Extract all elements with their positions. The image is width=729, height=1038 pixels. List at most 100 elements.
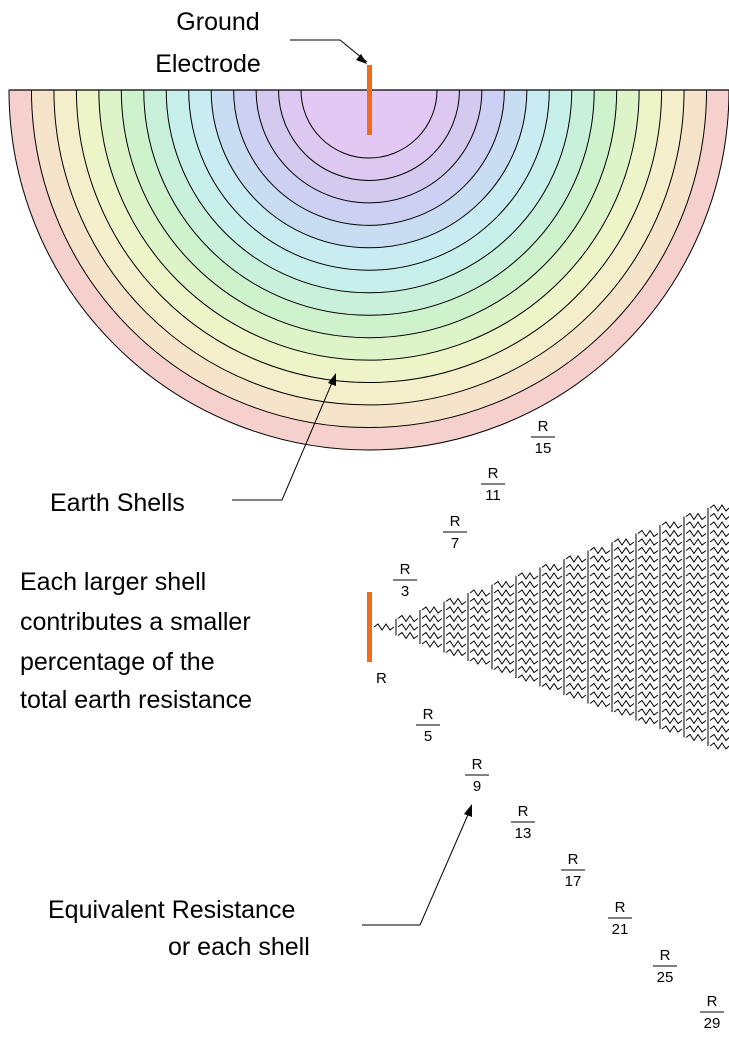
resistor <box>661 674 683 682</box>
resistor <box>685 648 707 657</box>
resistor <box>709 521 729 529</box>
fraction-numerator: R <box>707 993 718 1010</box>
resistor <box>517 631 539 640</box>
fraction-denominator: 9 <box>473 778 481 795</box>
resistor <box>637 699 659 708</box>
resistor <box>565 682 587 691</box>
resistor <box>517 665 539 674</box>
resistor <box>517 572 539 580</box>
fraction-r-3: R3 <box>393 561 417 600</box>
fraction-r-7: R7 <box>443 513 467 552</box>
ground-label-arrowhead <box>356 54 367 64</box>
resistor <box>637 665 659 674</box>
resistor <box>661 716 683 725</box>
caption-line-1: Each larger shell <box>20 568 206 596</box>
resistor <box>661 589 683 597</box>
fraction-denominator: 21 <box>612 921 629 938</box>
resistor <box>517 606 539 614</box>
resistor <box>613 682 635 691</box>
resistor <box>685 733 707 742</box>
resistor <box>445 648 467 657</box>
resistor <box>493 589 515 597</box>
caption-line-3: percentage of the <box>20 648 215 676</box>
resistor <box>517 589 539 597</box>
resistor <box>541 657 563 665</box>
resistor <box>613 597 635 606</box>
resistor <box>469 606 491 614</box>
resistor <box>613 580 635 589</box>
resistor <box>709 665 729 674</box>
resistor <box>541 631 563 640</box>
resistor <box>445 640 467 648</box>
resistor <box>541 648 563 657</box>
resistor <box>637 648 659 657</box>
fraction-numerator: R <box>518 803 529 820</box>
resistor <box>661 580 683 589</box>
resistor <box>445 623 467 631</box>
resistor <box>637 657 659 665</box>
resistor <box>589 563 611 572</box>
resistor <box>565 665 587 674</box>
resistor <box>541 572 563 580</box>
resistor-network <box>373 504 729 750</box>
resistor <box>685 606 707 614</box>
resistor <box>541 614 563 623</box>
fraction-denominator: 15 <box>535 440 552 457</box>
resistor <box>565 589 587 597</box>
resistor <box>541 563 563 572</box>
resistor <box>493 665 515 674</box>
resistor <box>493 614 515 623</box>
resistor <box>709 589 729 597</box>
resistor <box>685 521 707 529</box>
resistor <box>565 572 587 580</box>
resistor <box>517 648 539 657</box>
fraction-numerator: R <box>450 513 461 530</box>
resistor <box>565 674 587 682</box>
resistor <box>685 563 707 572</box>
resistor <box>709 657 729 665</box>
resistor <box>709 546 729 555</box>
resistor <box>589 597 611 606</box>
resistor <box>517 597 539 606</box>
resistor <box>709 691 729 699</box>
resistor <box>661 614 683 623</box>
resistor <box>589 555 611 563</box>
resistor <box>493 623 515 631</box>
resistor <box>685 657 707 665</box>
resistor <box>541 640 563 648</box>
resistor <box>445 597 467 606</box>
resistor <box>709 640 729 648</box>
resistor <box>637 529 659 538</box>
resistor <box>709 580 729 589</box>
fraction-r-17: R17 <box>561 851 585 890</box>
fraction-r-21: R21 <box>608 899 632 938</box>
resistor <box>685 538 707 546</box>
equiv-label-leader <box>362 809 471 926</box>
resistor <box>589 691 611 699</box>
resistor <box>685 546 707 555</box>
resistor <box>685 555 707 563</box>
resistor <box>637 691 659 699</box>
resistor <box>373 623 395 631</box>
resistor <box>661 708 683 716</box>
resistor <box>685 580 707 589</box>
resistor <box>589 657 611 665</box>
resistor <box>589 640 611 648</box>
resistor <box>517 657 539 665</box>
resistor <box>613 606 635 614</box>
resistor <box>613 708 635 716</box>
resistor <box>685 674 707 682</box>
resistor <box>421 606 443 614</box>
ground-electrode <box>367 65 372 135</box>
resistor <box>637 614 659 623</box>
resistor <box>661 606 683 614</box>
resistor <box>541 580 563 589</box>
equiv-label-line1: Equivalent Resistance <box>48 896 295 924</box>
resistor <box>637 580 659 589</box>
resistor <box>637 674 659 682</box>
fraction-r-29: R29 <box>700 993 724 1032</box>
ground-label-line1: Ground <box>176 8 259 36</box>
resistor <box>661 563 683 572</box>
resistor <box>565 657 587 665</box>
